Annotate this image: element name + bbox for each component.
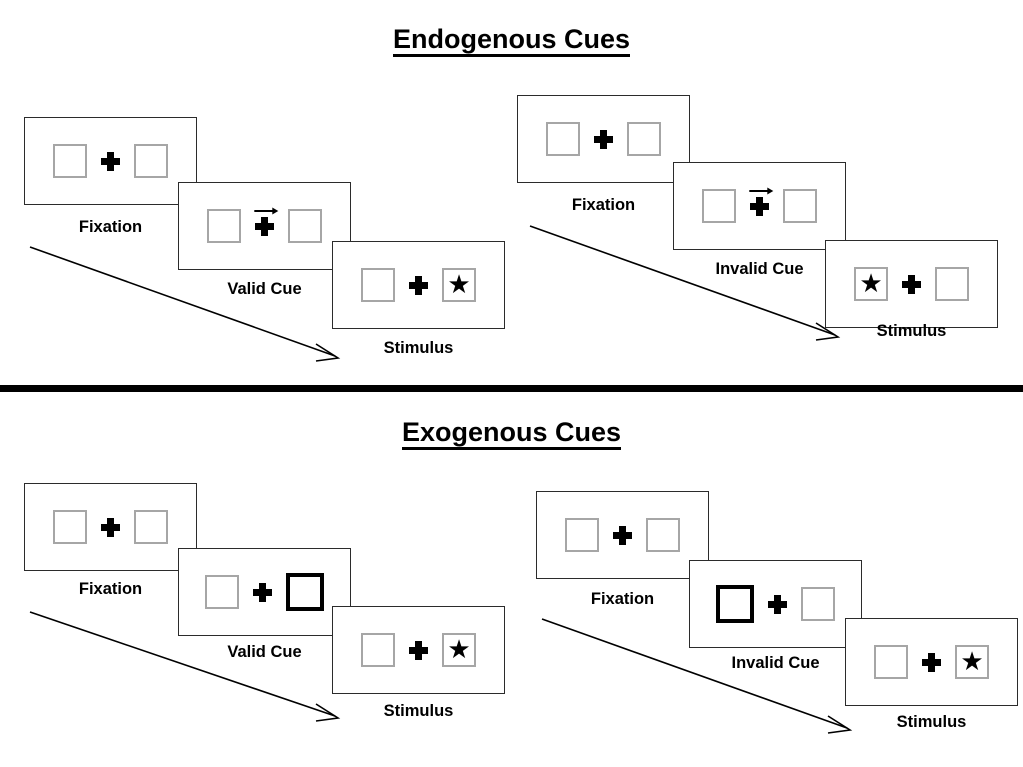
placeholder-box-left [565,518,599,552]
placeholder-box-left [53,144,87,178]
frame-endogenous-invalid-cue [673,162,846,250]
placeholder-box-left [874,645,908,679]
star-icon: ★ [859,268,883,298]
fixation-cross-icon [101,151,120,171]
placeholder-box-left [361,268,395,302]
cue-center [253,207,278,236]
placeholder-box-right [783,189,817,223]
fixation-cross-icon [255,216,274,236]
frame-exogenous-valid-stimulus: ★ [332,606,505,694]
fixation-center [768,594,787,614]
placeholder-box-right [801,587,835,621]
fixation-center [101,517,120,537]
stage-label-exogenous-valid-cue: Valid Cue [227,643,302,661]
target-box-right: ★ [442,268,476,302]
placeholder-box-right [288,209,322,243]
fixation-cross-icon [409,275,428,295]
frame-endogenous-valid-stimulus: ★ [332,241,505,329]
placeholder-box-left [207,209,241,243]
placeholder-box-left [702,189,736,223]
stage-label-endogenous-invalid-fixation: Fixation [571,196,636,214]
fixation-cross-icon [101,517,120,537]
star-icon: ★ [447,634,471,664]
frame-endogenous-valid-fixation [24,117,197,205]
stage-label-endogenous-valid-cue: Valid Cue [227,280,302,298]
fixation-cross-icon [613,525,632,545]
fixation-center [594,129,613,149]
cue-flash-box-right [286,573,324,611]
cue-center [748,187,773,216]
fixation-cross-icon [253,582,272,602]
fixation-cross-icon [594,129,613,149]
stage-label-exogenous-invalid-fixation: Fixation [590,590,655,608]
fixation-center [613,525,632,545]
frame-endogenous-invalid-fixation [517,95,690,183]
stage-label-exogenous-invalid-cue: Invalid Cue [731,654,820,672]
frame-endogenous-invalid-stimulus: ★ [825,240,998,328]
arrow-right-icon [253,207,278,214]
placeholder-box-right [646,518,680,552]
stage-label-endogenous-invalid-stimulus: Stimulus [876,322,947,340]
frame-endogenous-valid-cue [178,182,351,270]
stage-label-endogenous-valid-fixation: Fixation [78,218,143,236]
placeholder-box-left [205,575,239,609]
frame-exogenous-invalid-cue [689,560,862,648]
stage-label-exogenous-valid-stimulus: Stimulus [383,702,454,720]
section-divider [0,385,1023,392]
section-title-exogenous: Exogenous Cues [0,417,1023,451]
arrow-right-icon [748,187,773,194]
placeholder-box-left [546,122,580,156]
target-box-right: ★ [442,633,476,667]
fixation-center [922,652,941,672]
stage-label-endogenous-valid-stimulus: Stimulus [383,339,454,357]
placeholder-box-right [134,144,168,178]
target-box-left: ★ [854,267,888,301]
fixation-center [253,582,272,602]
placeholder-box-right [134,510,168,544]
stage-label-exogenous-valid-fixation: Fixation [78,580,143,598]
frame-exogenous-invalid-fixation [536,491,709,579]
fixation-cross-icon [750,196,769,216]
stage-label-exogenous-invalid-stimulus: Stimulus [896,713,967,731]
star-icon: ★ [447,269,471,299]
frame-exogenous-invalid-stimulus: ★ [845,618,1018,706]
placeholder-box-right [627,122,661,156]
placeholder-box-right [935,267,969,301]
section-title-exogenous-text: Exogenous Cues [401,418,622,451]
fixation-center [101,151,120,171]
fixation-center [902,274,921,294]
target-box-right: ★ [955,645,989,679]
fixation-cross-icon [768,594,787,614]
fixation-cross-icon [922,652,941,672]
frame-exogenous-valid-fixation [24,483,197,571]
section-title-endogenous: Endogenous Cues [0,24,1023,58]
fixation-center [409,275,428,295]
section-title-endogenous-text: Endogenous Cues [392,25,630,58]
placeholder-box-left [53,510,87,544]
frame-exogenous-valid-cue [178,548,351,636]
fixation-cross-icon [902,274,921,294]
star-icon: ★ [960,646,984,676]
cue-flash-box-left [716,585,754,623]
placeholder-box-left [361,633,395,667]
fixation-cross-icon [409,640,428,660]
fixation-center [409,640,428,660]
stage-label-endogenous-invalid-cue: Invalid Cue [715,260,804,278]
